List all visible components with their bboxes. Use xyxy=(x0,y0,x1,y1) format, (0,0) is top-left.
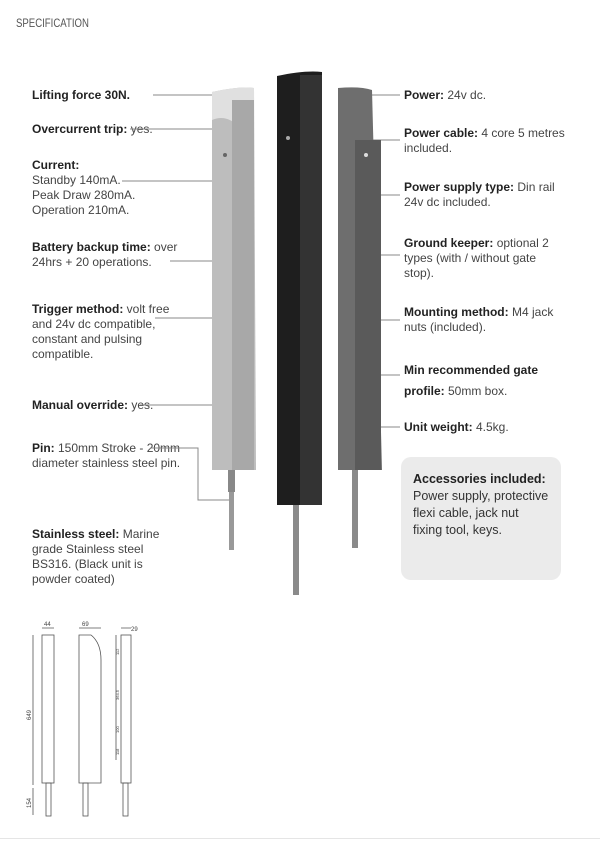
svg-text:154: 154 xyxy=(27,797,33,808)
spec-power-supply: Power supply type: Din rail 24v dc inclu… xyxy=(404,180,555,209)
spec-power-cable: Power cable: 4 core 5 metres included. xyxy=(404,126,565,155)
spec-current: Current:Standby 140mA.Peak Draw 280mA.Op… xyxy=(32,158,136,217)
spec-power: Power: 24v dc. xyxy=(404,88,487,102)
svg-text:112: 112 xyxy=(115,648,120,655)
spec-pin: Pin: 150mm Stroke - 20mm diameter stainl… xyxy=(32,441,181,470)
spec-stainless-steel: Stainless steel: Marine grade Stainless … xyxy=(32,527,160,586)
svg-text:118: 118 xyxy=(115,748,120,755)
spec-battery: Battery backup time: over 24hrs + 20 ope… xyxy=(32,240,178,269)
black-post xyxy=(277,71,322,595)
page-title: SPECIFICATION xyxy=(16,16,89,30)
svg-text:69: 69 xyxy=(82,622,89,628)
svg-text:29: 29 xyxy=(131,627,138,633)
footer-divider xyxy=(0,838,600,839)
svg-text:364.5: 364.5 xyxy=(115,689,120,700)
spec-unit-weight: Unit weight: 4.5kg. xyxy=(404,420,509,434)
drawing-dimensions: 44 69 29 649 154 112 364.5 100 118 xyxy=(27,622,138,808)
spec-min-gate-profile: Min recommended gate profile: 50mm box. xyxy=(404,363,539,398)
grey-post xyxy=(338,87,382,548)
spec-trigger: Trigger method: volt free and 24v dc com… xyxy=(32,302,170,361)
silver-post xyxy=(212,87,256,550)
accessories-box: Accessories included:Power supply, prote… xyxy=(401,457,561,580)
spec-mounting: Mounting method: M4 jack nuts (included)… xyxy=(404,305,554,334)
svg-text:100: 100 xyxy=(115,726,120,733)
spec-ground-keeper: Ground keeper: optional 2 types (with / … xyxy=(404,236,549,280)
technical-drawing xyxy=(32,627,132,817)
svg-text:649: 649 xyxy=(27,709,33,720)
spec-lifting-force: Lifting force 30N. xyxy=(32,88,131,102)
svg-text:44: 44 xyxy=(44,622,51,628)
